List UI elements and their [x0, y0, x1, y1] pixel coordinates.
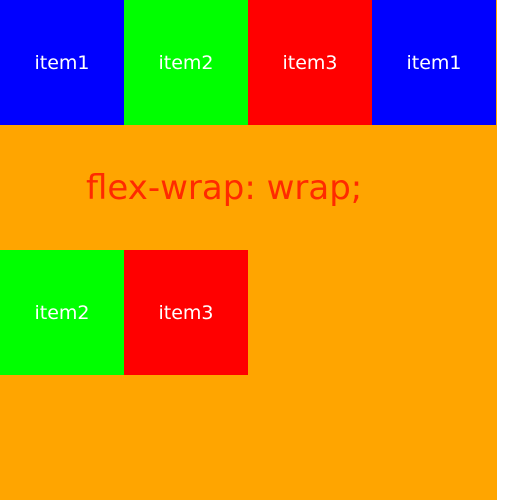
flex-item-4: item1	[372, 0, 496, 125]
flex-item-label: item3	[282, 51, 338, 74]
flex-item-5: item2	[0, 250, 124, 375]
flex-item-3: item3	[248, 0, 372, 125]
flex-item-2: item2	[124, 0, 248, 125]
flex-item-label: item1	[34, 51, 90, 74]
flex-item-6: item3	[124, 250, 248, 375]
flex-item-1: item1	[0, 0, 124, 125]
flex-container: item1 item2 item3 item1 flex-wrap: wrap;…	[0, 0, 497, 500]
caption-row: flex-wrap: wrap;	[0, 125, 497, 250]
flex-item-label: item3	[158, 301, 214, 324]
flex-item-label: item2	[158, 51, 214, 74]
caption-text: flex-wrap: wrap;	[86, 167, 363, 208]
flex-item-label: item2	[34, 301, 90, 324]
flex-item-label: item1	[406, 51, 462, 74]
